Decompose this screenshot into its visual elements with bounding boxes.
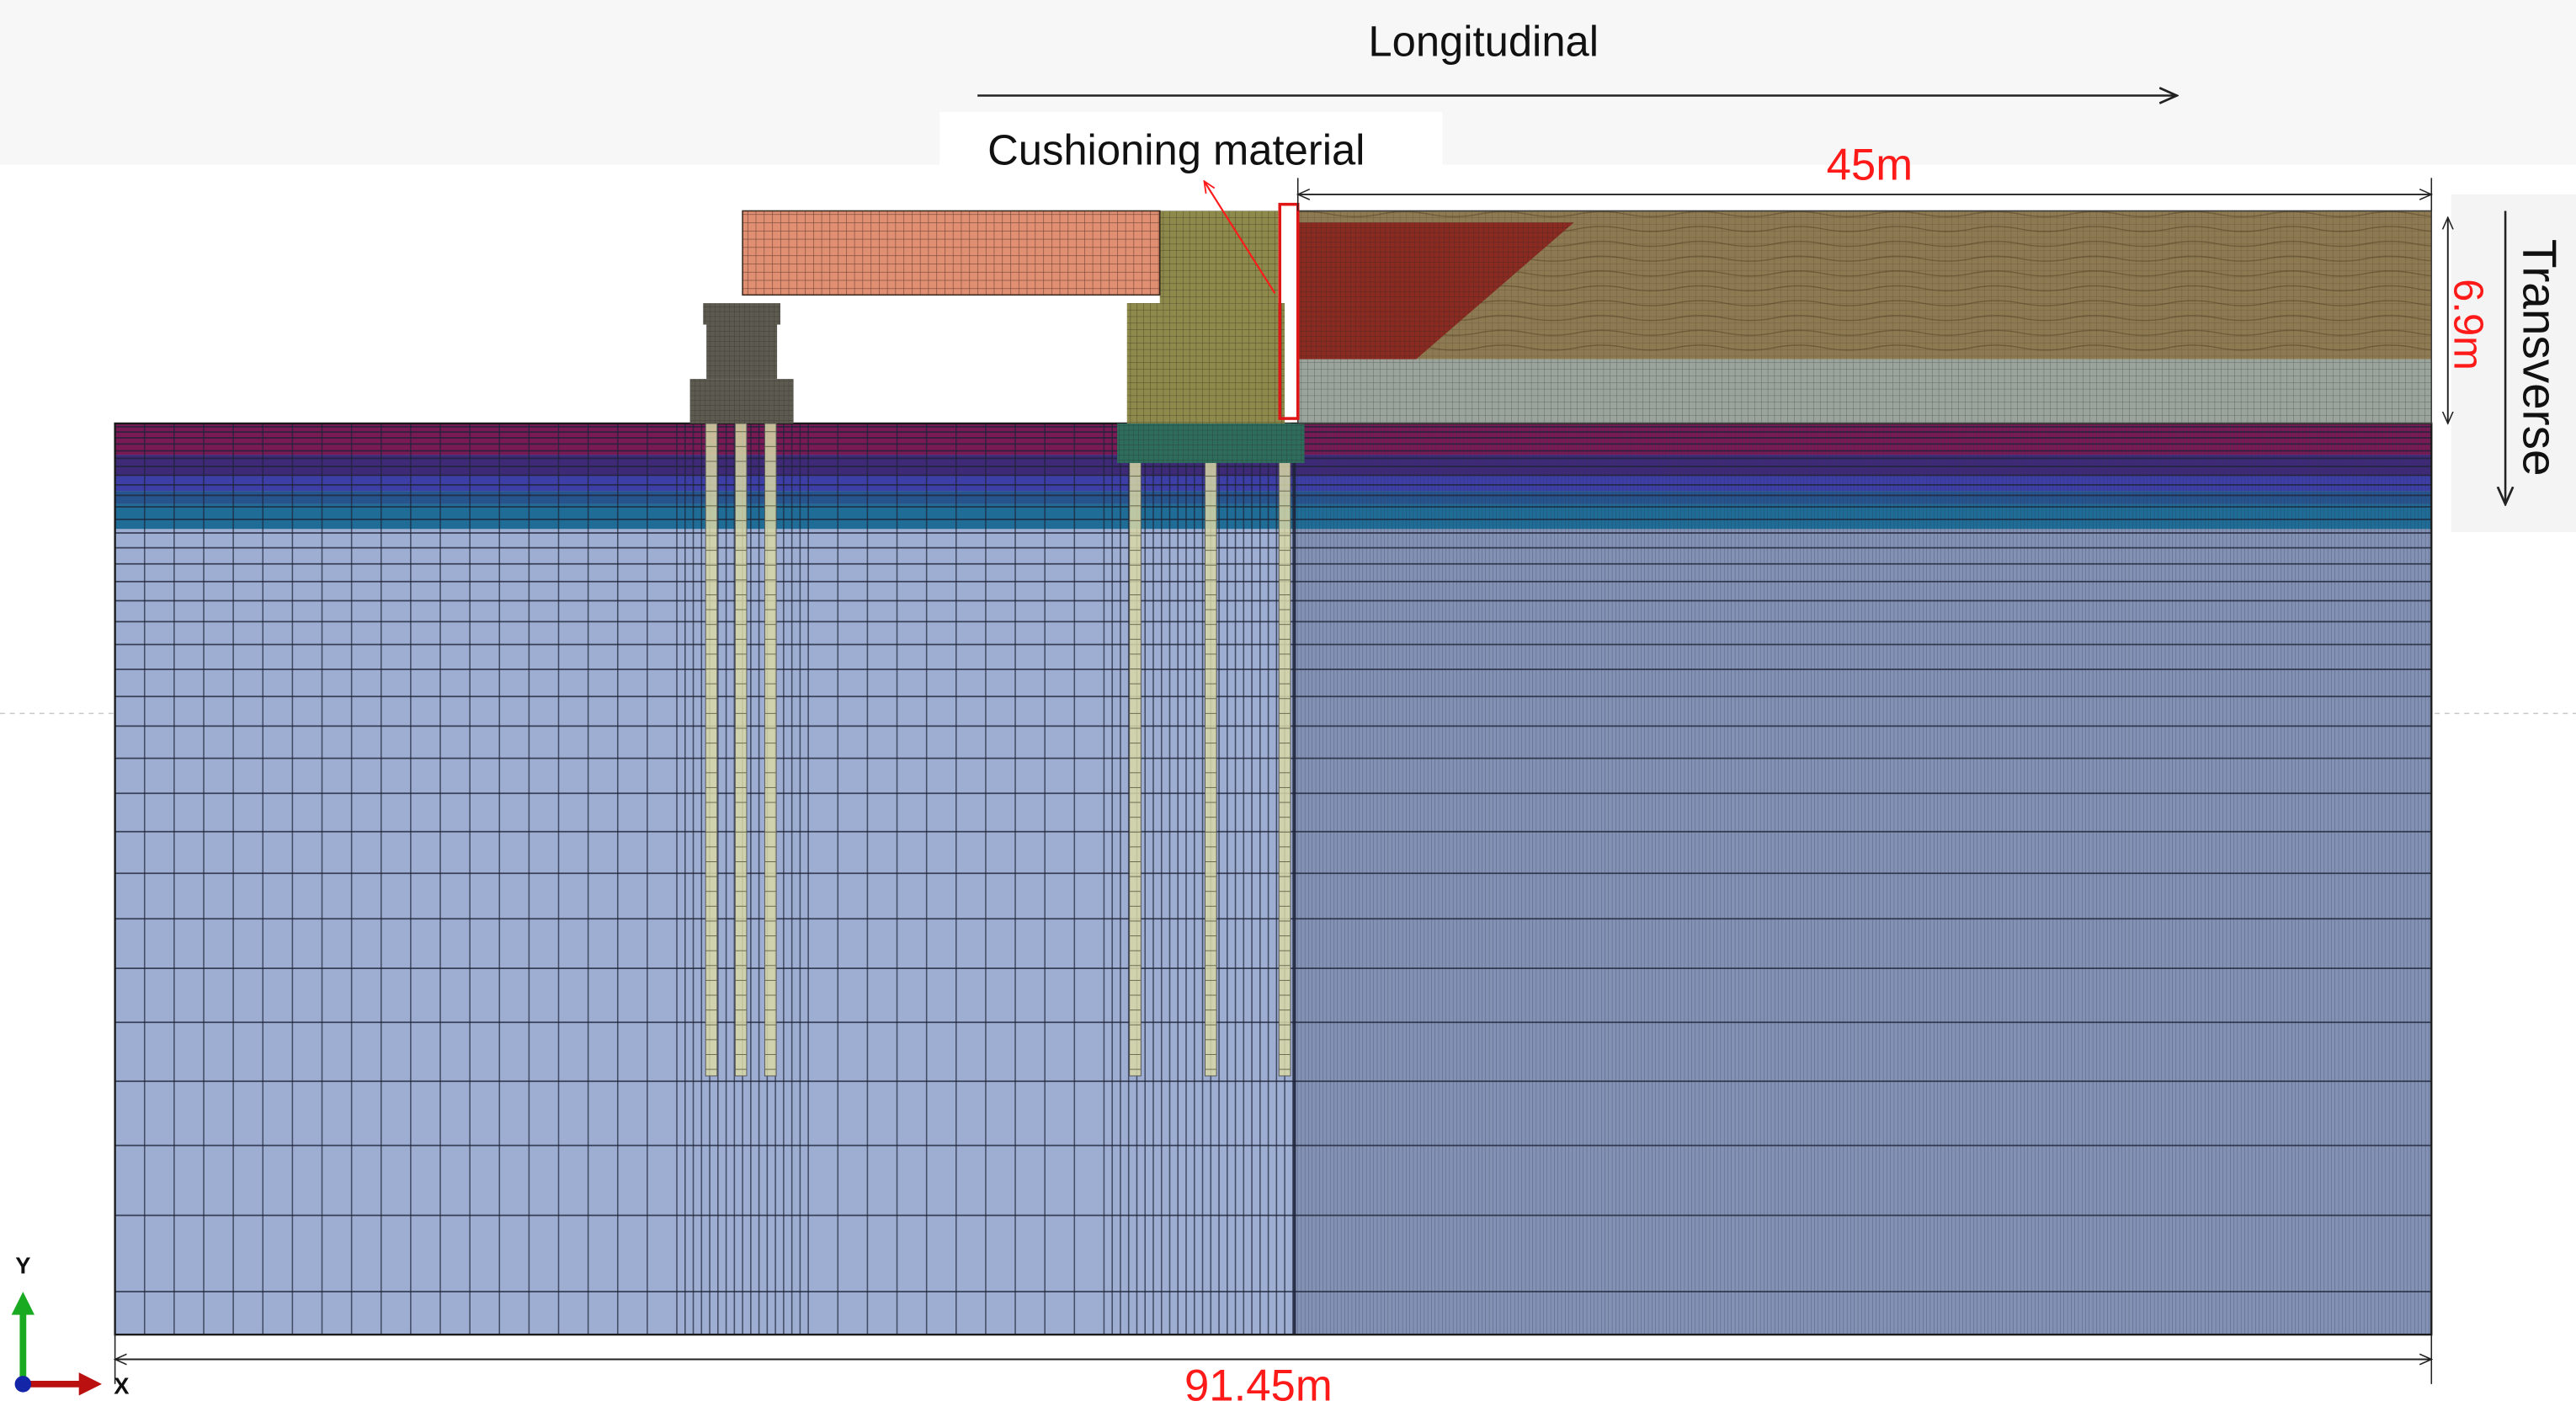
pier-mesh <box>689 303 794 424</box>
label-background-box <box>939 112 1443 178</box>
cushioning-material-label: Cushioning material <box>987 126 1365 174</box>
soil-fine-vertical-mesh <box>1294 423 2432 1335</box>
dimension-45m-label: 45m <box>1827 140 1913 189</box>
cushioning-pointer-arrow <box>1204 181 1276 294</box>
pier <box>689 303 794 424</box>
side-background-band <box>2451 194 2576 533</box>
axis-x-arrowhead <box>78 1372 102 1396</box>
cushioning-highlight-box <box>1278 202 1300 420</box>
transverse-label: Transverse <box>2513 239 2566 477</box>
pile <box>764 423 777 1077</box>
dimension-6-9m-label: 6.9m <box>2446 279 2491 370</box>
pile <box>1278 423 1291 1077</box>
axis-y-arrowhead <box>11 1292 35 1315</box>
abutment <box>1117 210 1305 463</box>
longitudinal-label: Longitudinal <box>1368 17 1599 65</box>
soil-mesh <box>114 423 2432 1335</box>
axis-x-label: X <box>114 1373 129 1399</box>
pile <box>1129 423 1142 1077</box>
dimension-91-45m-label: 91.45m <box>1184 1361 1333 1410</box>
axis-y-label: Y <box>15 1253 30 1279</box>
axis-z-origin <box>14 1376 32 1393</box>
deck-mesh <box>742 210 1160 296</box>
bridge-deck <box>742 210 1161 296</box>
embankment-lower-mesh <box>1297 359 2432 424</box>
pile <box>705 423 718 1077</box>
pile <box>734 423 748 1077</box>
transition-wedge-mesh <box>1297 222 1574 360</box>
abutment-pile-cap-mesh <box>1117 423 1305 463</box>
embankment <box>1296 210 2433 424</box>
pile <box>1204 423 1217 1077</box>
deck-outline <box>742 210 1161 296</box>
axis-triad: Y X <box>11 1253 130 1399</box>
soil-domain <box>114 422 2433 1336</box>
